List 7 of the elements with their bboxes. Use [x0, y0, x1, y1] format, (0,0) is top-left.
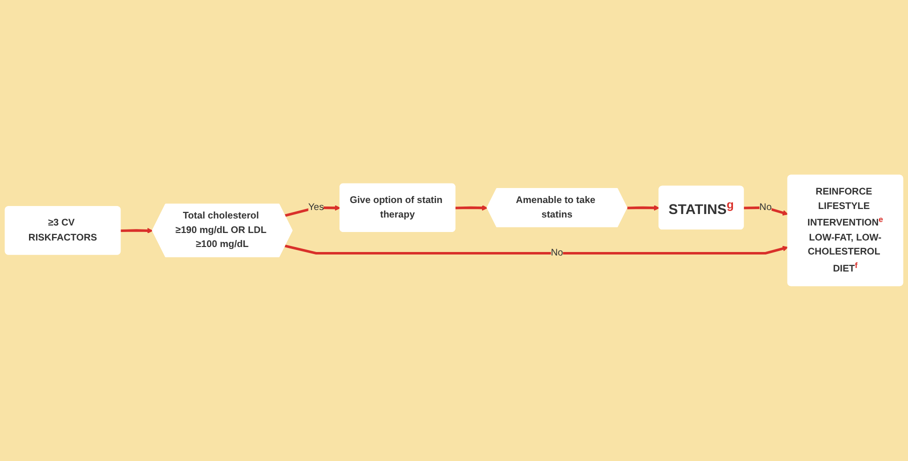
arrow [455, 205, 488, 211]
arrow [120, 228, 153, 234]
edge-label: No [550, 247, 564, 258]
arrow [627, 205, 660, 211]
edge-label: Yes [308, 202, 324, 213]
edge-label: No [759, 202, 772, 213]
arrow [284, 244, 788, 255]
